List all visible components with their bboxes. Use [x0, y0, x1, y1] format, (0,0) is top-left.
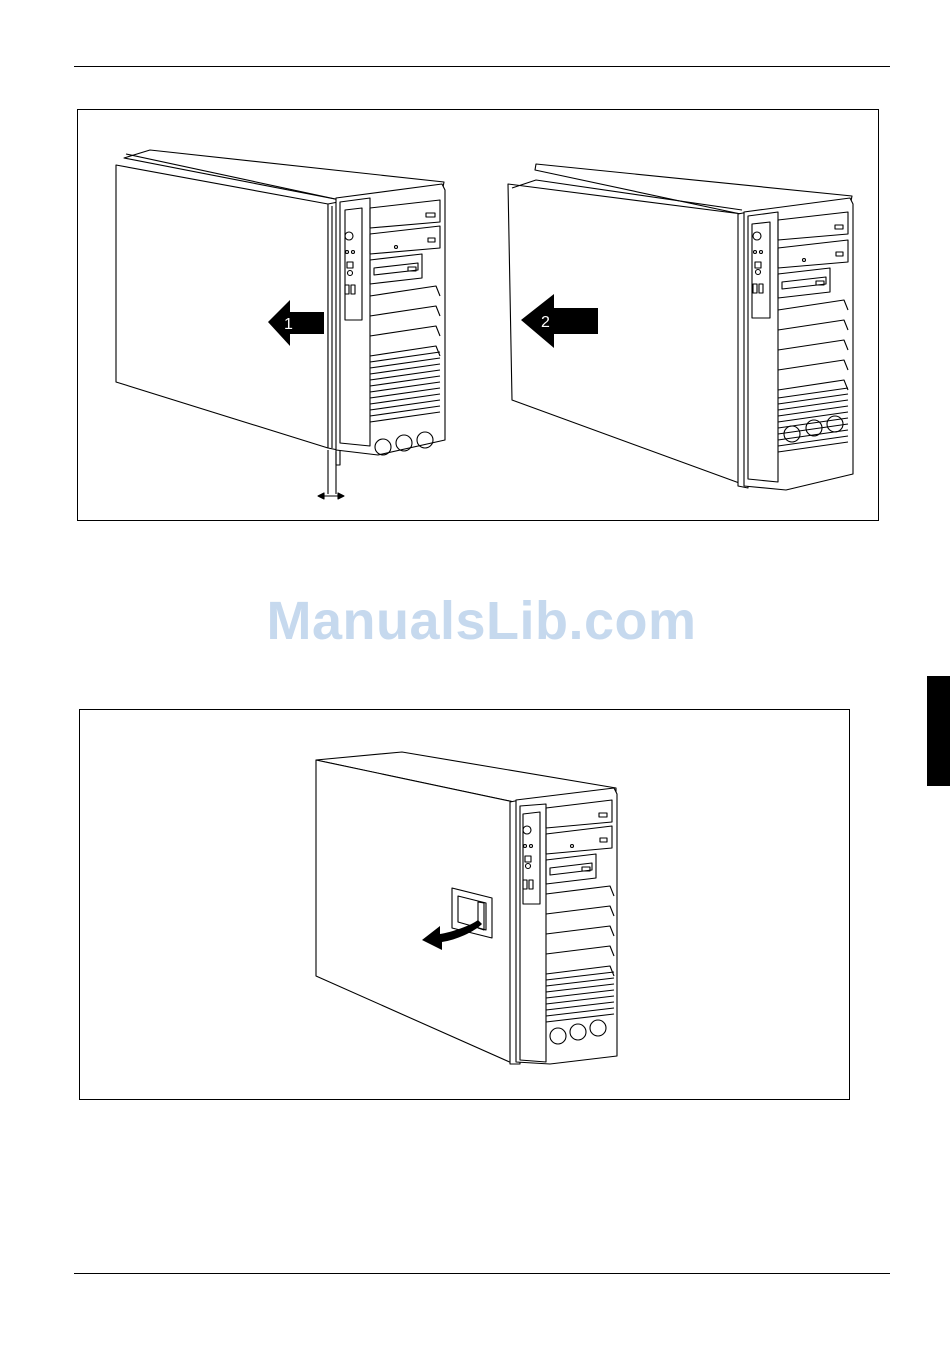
figure-handle-opening	[79, 709, 850, 1100]
watermark: ManualsLib.com	[0, 590, 950, 652]
pc-tower-closed-icon	[316, 752, 617, 1064]
footer-rule	[74, 1273, 890, 1274]
illustration-side-panel-removal: 1 2	[78, 110, 880, 522]
figure-side-panel-removal: 1 2	[77, 109, 879, 521]
illustration-handle-opening	[80, 710, 851, 1101]
pc-tower-side-panel-partially-removed-icon	[116, 150, 445, 465]
header-rule	[74, 66, 890, 67]
step-number-2: 2	[541, 314, 550, 331]
step-number-1: 1	[284, 316, 293, 333]
thumb-index-tab	[927, 676, 950, 786]
